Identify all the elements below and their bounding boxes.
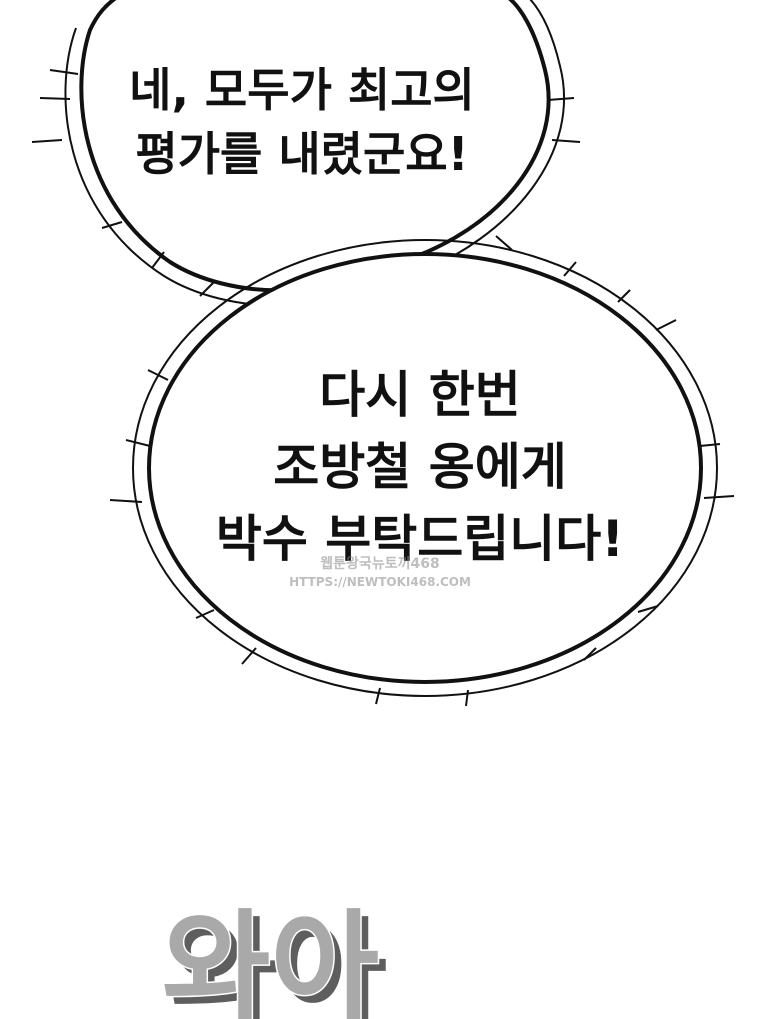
bubble-2-line-3: 박수 부탁드립니다! xyxy=(216,510,624,568)
speech-bubble-2: 다시 한번 조방철 옹에게 박수 부탁드립니다! xyxy=(109,239,735,707)
bubble-1-line-1: 네, 모두가 최고의 xyxy=(129,63,475,117)
sound-effect: 와아 와아 xyxy=(161,897,388,1019)
watermark-line-2: HTTPS://NEWTOKI468.COM xyxy=(289,575,471,589)
watermark-line-1: 웹툰왕국뉴토끼468 xyxy=(320,556,439,572)
bubble-1-line-2: 평가를 내렸군요! xyxy=(135,127,468,181)
sound-effect-shadow: 와아 xyxy=(170,906,387,1019)
speech-bubble-2-spikes xyxy=(109,261,735,707)
bubble-2-line-2: 조방철 옹에게 xyxy=(273,438,566,496)
speech-bubble-1: 네, 모두가 최고의 평가를 내렸군요! xyxy=(31,0,581,307)
sound-effect-text: 와아 xyxy=(162,898,379,1019)
watermark: 웹툰왕국뉴토끼468 HTTPS://NEWTOKI468.COM xyxy=(289,556,471,589)
speech-bubble-2-outer-line xyxy=(132,239,718,697)
speech-bubble-2-outline xyxy=(147,252,703,684)
speech-bubble-1-outline xyxy=(79,0,551,293)
speech-bubble-1-spikes xyxy=(31,69,581,297)
bubble-2-line-1: 다시 한번 xyxy=(319,366,520,424)
